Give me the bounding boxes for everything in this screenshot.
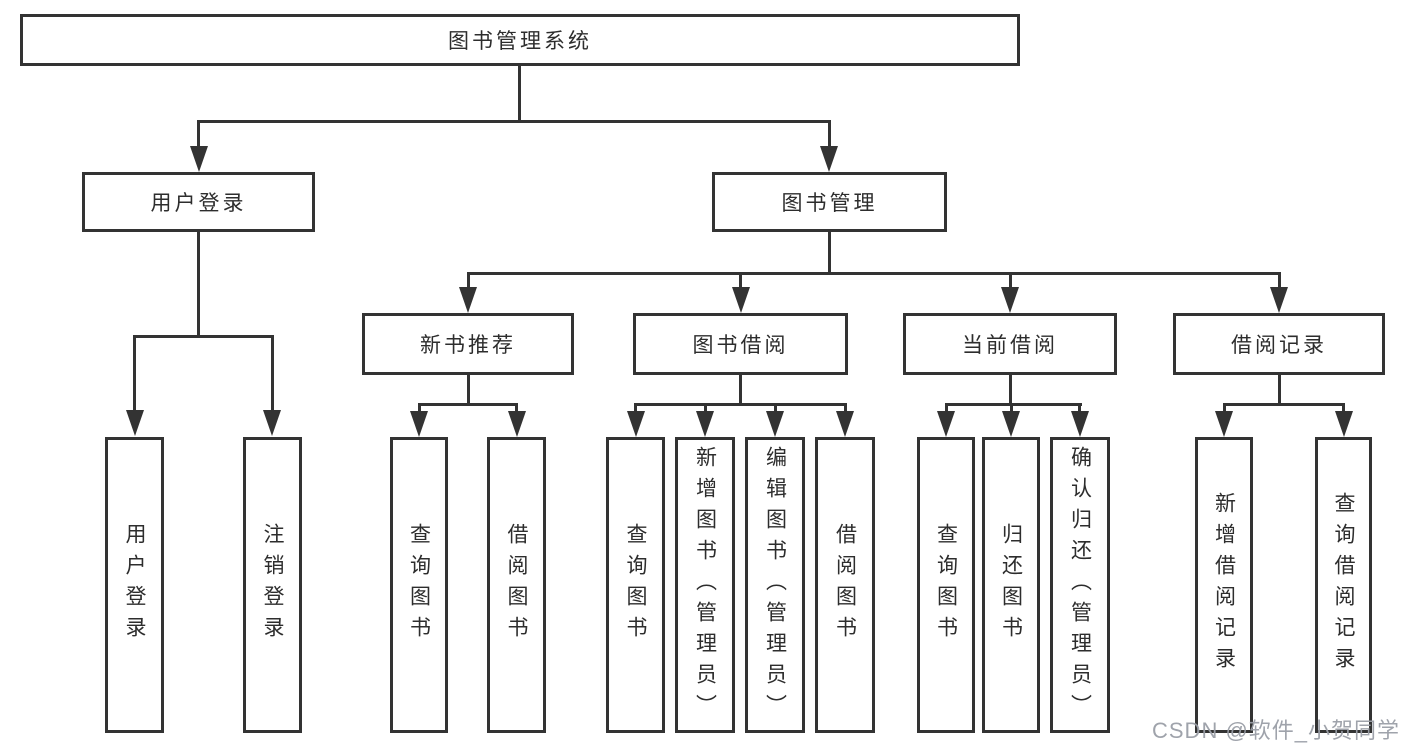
leaf-label: 确认归还（管理员） (1068, 445, 1092, 725)
arrowhead-down-icon (627, 411, 645, 437)
connector-line (945, 403, 1082, 406)
connector-line (844, 403, 847, 413)
node-root-label: 图书管理系统 (448, 30, 592, 53)
connector-line (467, 375, 470, 403)
connector-line (197, 232, 200, 335)
leaf-label: 查询图书 (624, 523, 647, 647)
arrowhead-down-icon (190, 146, 208, 172)
leaf-return-book: 归还图书 (982, 437, 1040, 733)
node-root: 图书管理系统 (20, 14, 1020, 66)
leaf-borrow-book-1: 借阅图书 (487, 437, 546, 733)
arrowhead-down-icon (1335, 411, 1353, 437)
arrowhead-down-icon (459, 287, 477, 313)
node-user-login: 用户登录 (82, 172, 315, 232)
connector-line (774, 403, 777, 413)
connector-line (515, 403, 518, 413)
leaf-add-book-admin: 新增图书（管理员） (675, 437, 735, 733)
connector-line (1078, 403, 1081, 413)
leaf-label: 新增图书（管理员） (693, 445, 717, 725)
connector-line (1278, 375, 1281, 403)
arrowhead-down-icon (820, 146, 838, 172)
connector-line (197, 120, 200, 148)
leaf-borrow-book-2: 借阅图书 (815, 437, 875, 733)
arrowhead-down-icon (1270, 287, 1288, 313)
leaf-confirm-return-admin: 确认归还（管理员） (1050, 437, 1110, 733)
node-book-management-label: 图书管理 (781, 192, 878, 215)
arrowhead-down-icon (126, 410, 144, 436)
arrowhead-down-icon (1071, 411, 1089, 437)
arrowhead-down-icon (937, 411, 955, 437)
connector-line (418, 403, 518, 406)
leaf-label: 用户登录 (123, 523, 146, 647)
leaf-logout: 注销登录 (243, 437, 302, 733)
leaf-label: 归还图书 (999, 523, 1023, 647)
leaf-label: 注销登录 (261, 523, 284, 647)
connector-line (739, 375, 742, 403)
leaf-edit-book-admin: 编辑图书（管理员） (745, 437, 805, 733)
connector-line (1009, 375, 1012, 403)
node-borrow-record-label: 借阅记录 (1231, 334, 1327, 357)
connector-line (945, 403, 948, 413)
connector-line (133, 335, 136, 412)
leaf-label: 借阅图书 (505, 523, 528, 647)
connector-line (1223, 403, 1226, 413)
arrowhead-down-icon (1002, 411, 1020, 437)
node-user-login-label: 用户登录 (150, 192, 247, 215)
connector-line (634, 403, 637, 413)
leaf-query-borrow-record: 查询借阅记录 (1315, 437, 1372, 733)
arrowhead-down-icon (696, 411, 714, 437)
leaf-label: 借阅图书 (833, 523, 857, 647)
connector-line (1342, 403, 1345, 413)
arrowhead-down-icon (836, 411, 854, 437)
connector-line (467, 272, 1281, 275)
connector-line (634, 403, 847, 406)
arrowhead-down-icon (263, 410, 281, 436)
node-borrow-record: 借阅记录 (1173, 313, 1385, 375)
connector-line (271, 335, 274, 412)
node-book-management: 图书管理 (712, 172, 947, 232)
node-current-borrow: 当前借阅 (903, 313, 1117, 375)
connector-line (1223, 403, 1345, 406)
arrowhead-down-icon (1215, 411, 1233, 437)
leaf-label: 查询图书 (934, 523, 958, 647)
leaf-query-book-1: 查询图书 (390, 437, 448, 733)
watermark: CSDN @软件_小贺同学 (1152, 718, 1401, 743)
connector-line (739, 272, 742, 290)
leaf-query-book-3: 查询图书 (917, 437, 975, 733)
arrowhead-down-icon (766, 411, 784, 437)
connector-line (197, 120, 831, 123)
connector-line (704, 403, 707, 413)
node-book-borrow: 图书借阅 (633, 313, 848, 375)
connector-line (133, 335, 274, 338)
arrowhead-down-icon (732, 287, 750, 313)
connector-line (828, 232, 831, 272)
connector-line (828, 120, 831, 148)
connector-line (1278, 272, 1281, 290)
connector-line (518, 66, 521, 120)
leaf-label: 新增借阅记录 (1212, 492, 1236, 678)
connector-line (418, 403, 421, 413)
arrowhead-down-icon (508, 411, 526, 437)
leaf-label: 查询图书 (407, 523, 431, 647)
leaf-add-borrow-record: 新增借阅记录 (1195, 437, 1253, 733)
node-book-borrow-label: 图书借阅 (692, 334, 789, 357)
connector-line (1010, 403, 1013, 413)
connector-line (467, 272, 470, 290)
arrowhead-down-icon (410, 411, 428, 437)
node-new-book-recommend: 新书推荐 (362, 313, 574, 375)
connector-line (1009, 272, 1012, 290)
leaf-label: 编辑图书（管理员） (763, 445, 787, 725)
node-current-borrow-label: 当前借阅 (962, 334, 1058, 357)
leaf-label: 查询借阅记录 (1332, 492, 1355, 678)
node-new-book-recommend-label: 新书推荐 (420, 334, 516, 357)
arrowhead-down-icon (1001, 287, 1019, 313)
leaf-query-book-2: 查询图书 (606, 437, 665, 733)
leaf-user-login: 用户登录 (105, 437, 164, 733)
